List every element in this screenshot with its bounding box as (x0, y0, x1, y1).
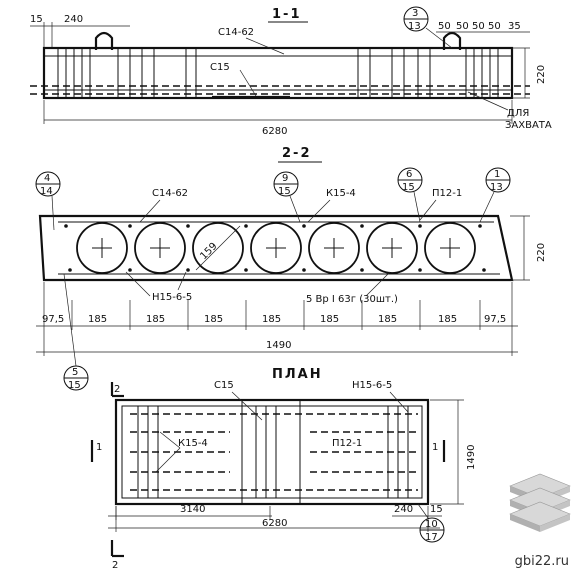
hole-diameter-label: 159 (198, 241, 219, 262)
callout-5-15: 5 15 (63, 273, 89, 391)
watermark: gbi22.ru (514, 554, 569, 569)
slab-plan-outline (114, 398, 430, 506)
label-c14-section: С14-62 (152, 188, 188, 199)
svg-text:185: 185 (146, 314, 165, 325)
svg-text:185: 185 (204, 314, 223, 325)
lifting-loop-right (442, 31, 462, 50)
svg-text:220: 220 (536, 65, 547, 84)
label-k15-section: К15-4 (326, 188, 356, 199)
callout-1-13: 1 13 (479, 167, 511, 223)
callout-3-13: 3 13 (403, 6, 453, 49)
svg-text:1: 1 (494, 169, 500, 180)
label-c15-side: С15 (210, 62, 230, 73)
cut-mark-1-right: 1 (432, 442, 438, 453)
svg-text:13: 13 (490, 182, 503, 193)
label-bars: 5 Вр I 63г (30шт.) (306, 294, 398, 305)
label-grip: ДЛЯ (507, 108, 529, 119)
plan-title: ПЛАН (272, 367, 323, 382)
svg-text:185: 185 (262, 314, 281, 325)
dim-6280-side: 6280 (262, 126, 287, 137)
plan-view: ПЛАН 2 2 1 1 (90, 367, 477, 571)
svg-text:15: 15 (278, 186, 291, 197)
svg-text:5: 5 (72, 367, 78, 378)
svg-text:ЗАХВАТА: ЗАХВАТА (505, 120, 552, 131)
section-1-1: 1-1 15 240 (30, 6, 552, 137)
section-2-2: 2-2 159 (35, 146, 547, 391)
callout-9-15: 9 15 (273, 171, 301, 223)
svg-text:17: 17 (425, 532, 438, 543)
svg-text:14: 14 (40, 186, 53, 197)
section-1-1-title: 1-1 (272, 7, 302, 22)
label-p12-plan: П12-1 (332, 438, 362, 449)
svg-text:35: 35 (508, 21, 521, 32)
label-p12-section: П12-1 (432, 188, 462, 199)
label-h15-plan: Н15-6-5 (352, 380, 392, 391)
label-k15-plan: К15-4 (178, 438, 208, 449)
svg-text:10: 10 (425, 519, 438, 530)
label-c15-plan: С15 (214, 380, 234, 391)
section-2-2-title: 2-2 (282, 146, 312, 161)
svg-text:9: 9 (282, 173, 288, 184)
dim-1490-plan: 1490 (466, 445, 477, 470)
svg-text:4: 4 (44, 173, 50, 184)
cut-mark-2-top: 2 (114, 384, 120, 395)
svg-text:50: 50 (438, 21, 451, 32)
cut-mark-1-left: 1 (96, 442, 102, 453)
svg-text:50: 50 (488, 21, 501, 32)
lifting-loop-left (94, 31, 114, 50)
svg-text:185: 185 (320, 314, 339, 325)
svg-text:3: 3 (412, 8, 418, 19)
dim-240-plan: 240 (394, 504, 413, 515)
dim-6280-plan: 6280 (262, 518, 287, 529)
callout-10-17: 10 17 (417, 503, 445, 543)
label-c14-side: С14-62 (218, 27, 254, 38)
svg-text:50: 50 (472, 21, 485, 32)
dim-15-plan: 15 (430, 504, 443, 515)
svg-text:15: 15 (402, 182, 415, 193)
cut-mark-2-bottom: 2 (112, 560, 118, 571)
svg-text:185: 185 (88, 314, 107, 325)
svg-text:50: 50 (456, 21, 469, 32)
svg-text:13: 13 (408, 21, 421, 32)
svg-text:185: 185 (378, 314, 397, 325)
svg-text:97,5: 97,5 (42, 314, 64, 325)
svg-text:97,5: 97,5 (484, 314, 506, 325)
dim-15: 15 (30, 14, 43, 25)
svg-text:6: 6 (406, 169, 412, 180)
svg-text:15: 15 (68, 380, 81, 391)
svg-text:185: 185 (438, 314, 457, 325)
hollow-cores: 159 (76, 222, 476, 274)
logo-icon (509, 473, 571, 532)
callout-4-14: 4 14 (35, 171, 61, 231)
label-h15-section: Н15-6-5 (152, 292, 192, 303)
callout-6-15: 6 15 (397, 167, 423, 223)
dim-3140: 3140 (180, 504, 205, 515)
dim-1490-section: 1490 (266, 340, 291, 351)
dim-240: 240 (64, 14, 83, 25)
svg-text:220: 220 (536, 243, 547, 262)
